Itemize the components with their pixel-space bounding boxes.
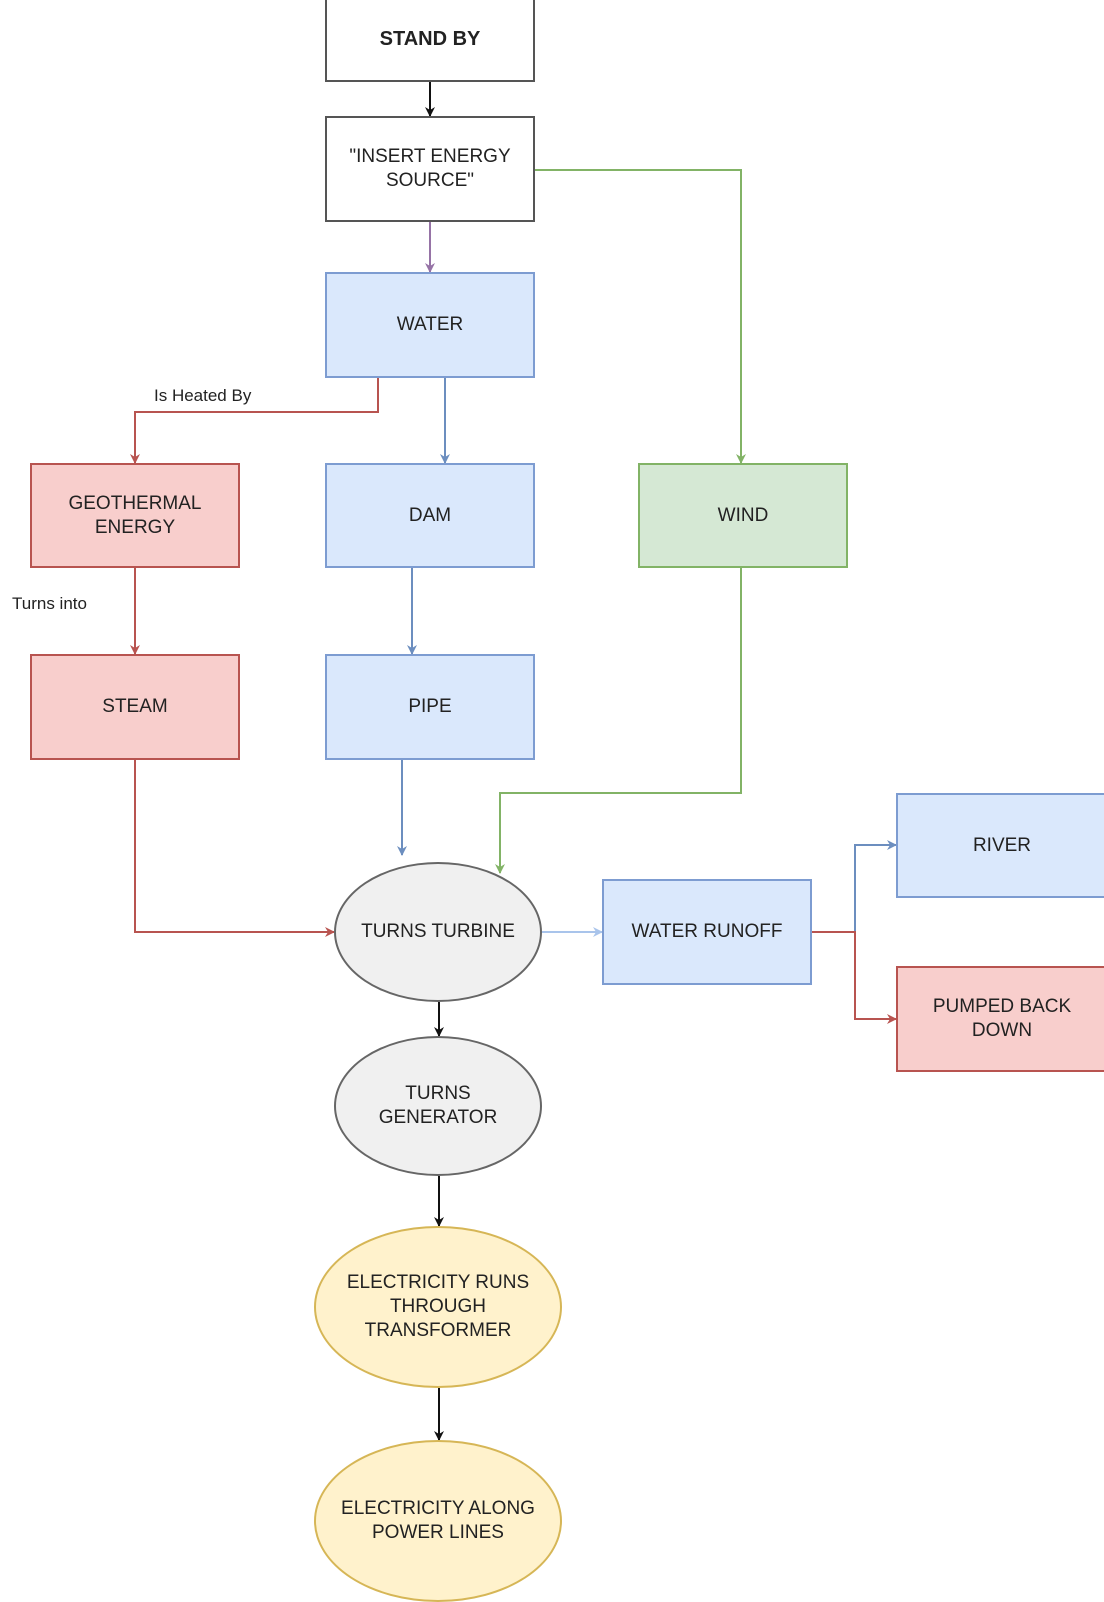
water-node: WATER [325,272,535,378]
turns-generator-node: TURNS GENERATOR [334,1036,542,1176]
pumped-back-down-label: PUMPED BACK DOWN [932,996,1072,1041]
edge-water-to-geothermal [130,378,379,464]
edge-wind-to-turbine [495,568,742,874]
edge-runoff-to-pumped [812,931,897,1024]
dam-node: DAM [325,463,535,568]
geothermal-energy-node: GEOTHERMAL ENERGY [30,463,240,568]
turns-turbine-node: TURNS TURBINE [334,862,542,1002]
turns-into-label: Turns into [12,594,87,613]
electricity-power-lines-label: ELECTRICITY ALONG POWER LINES [341,1498,535,1543]
river-node: RIVER [896,793,1104,898]
turns-turbine-label: TURNS TURBINE [361,921,515,943]
wind-label: WIND [717,504,769,526]
stand-by-label: STAND BY [379,27,481,50]
water-runoff-node: WATER RUNOFF [602,879,812,985]
electricity-power-lines-node: ELECTRICITY ALONG POWER LINES [314,1440,562,1602]
steam-label: STEAM [102,696,168,718]
river-label: RIVER [972,834,1032,856]
turns-generator-label: TURNS GENERATOR [378,1083,498,1128]
electricity-transformer-label: ELECTRICITY RUNS THROUGH TRANSFORMER [346,1272,530,1341]
geothermal-energy-label: GEOTHERMAL ENERGY [68,492,202,538]
electricity-transformer-node: ELECTRICITY RUNS THROUGH TRANSFORMER [314,1226,562,1388]
water-runoff-label: WATER RUNOFF [631,921,783,943]
pumped-back-down-node: PUMPED BACK DOWN [896,966,1104,1072]
steam-node: STEAM [30,654,240,760]
edge-steam-to-turbine [134,760,335,937]
pipe-label: PIPE [408,696,452,718]
dam-label: DAM [408,504,452,526]
edge-runoff-to-river [812,840,897,933]
water-label: WATER [396,314,464,336]
insert-energy-source-node: "INSERT ENERGY SOURCE" [325,116,535,222]
wind-node: WIND [638,463,848,568]
stand-by-node: STAND BY [325,0,535,82]
pipe-node: PIPE [325,654,535,760]
is-heated-by-label: Is Heated By [154,386,252,405]
edge-insert-to-wind [535,169,746,464]
insert-energy-source-label: "INSERT ENERGY SOURCE" [349,146,511,191]
